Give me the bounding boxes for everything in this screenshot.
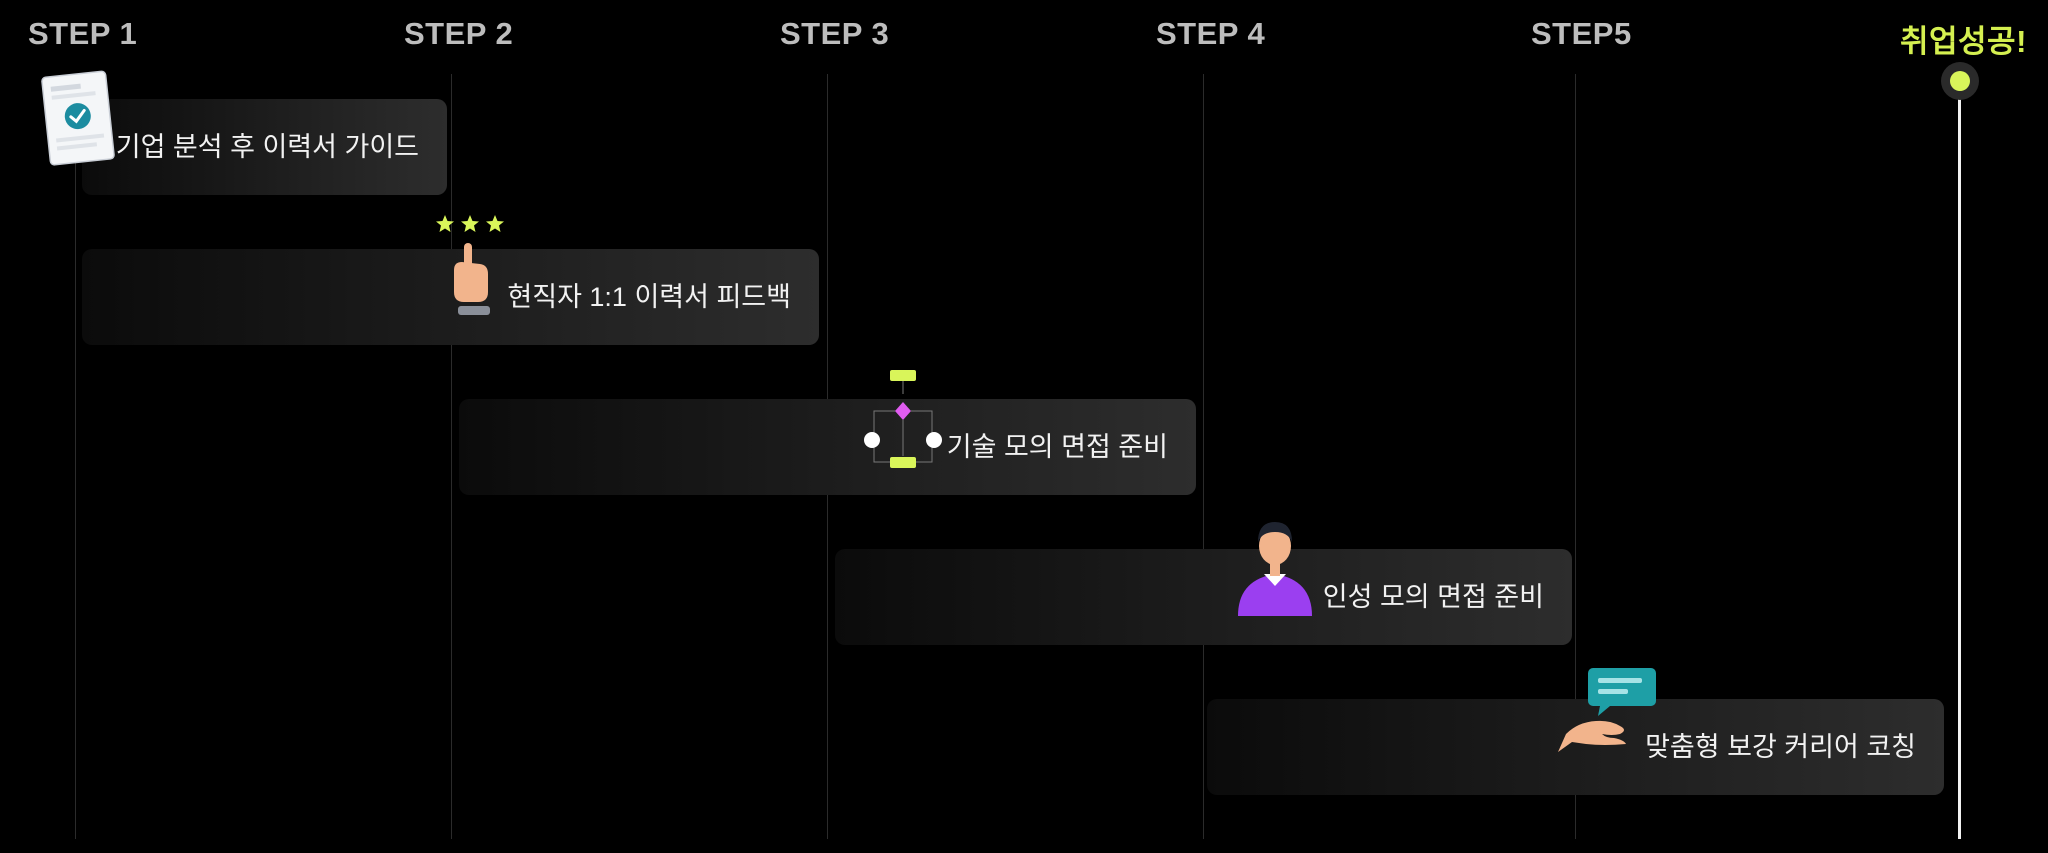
task-bar-4: 인성 모의 면접 준비 <box>835 549 1572 645</box>
hand-chat-bubble-icon <box>1558 668 1656 752</box>
task-4-label: 인성 모의 면접 준비 <box>1322 582 1544 612</box>
task-5-label: 맞춤형 보강 커리어 코칭 <box>1645 732 1916 762</box>
task-bar-2: 현직자 1:1 이력서 피드백 <box>82 249 819 345</box>
resume-check-icon <box>41 70 115 166</box>
step-4-label: STEP 4 <box>1156 16 1266 51</box>
pointing-hand-stars-icon <box>436 215 504 315</box>
goal-label: 취업성공! <box>1900 24 2027 59</box>
task-3-label: 기술 모의 면접 준비 <box>946 432 1168 462</box>
step-4-line <box>1203 74 1204 839</box>
task-bar-5: 맞춤형 보강 커리어 코칭 <box>1207 699 1944 795</box>
flowchart-icon <box>864 370 942 468</box>
step-5-line <box>1575 74 1576 839</box>
goal-marker-dot <box>1950 71 1970 91</box>
step-3-label: STEP 3 <box>780 16 890 51</box>
interviewer-person-icon <box>1238 522 1312 616</box>
step-2-line <box>451 74 452 839</box>
task-1-label: 기업 분석 후 이력서 가이드 <box>115 132 419 162</box>
step-5-label: STEP5 <box>1531 16 1632 51</box>
task-bar-3: 기술 모의 면접 준비 <box>459 399 1196 495</box>
step-1-line <box>75 74 76 839</box>
task-bar-1: 기업 분석 후 이력서 가이드 <box>82 99 447 195</box>
step-1-label: STEP 1 <box>28 16 138 51</box>
goal-line <box>1958 80 1961 839</box>
step-2-label: STEP 2 <box>404 16 514 51</box>
task-2-label: 현직자 1:1 이력서 피드백 <box>507 282 791 312</box>
